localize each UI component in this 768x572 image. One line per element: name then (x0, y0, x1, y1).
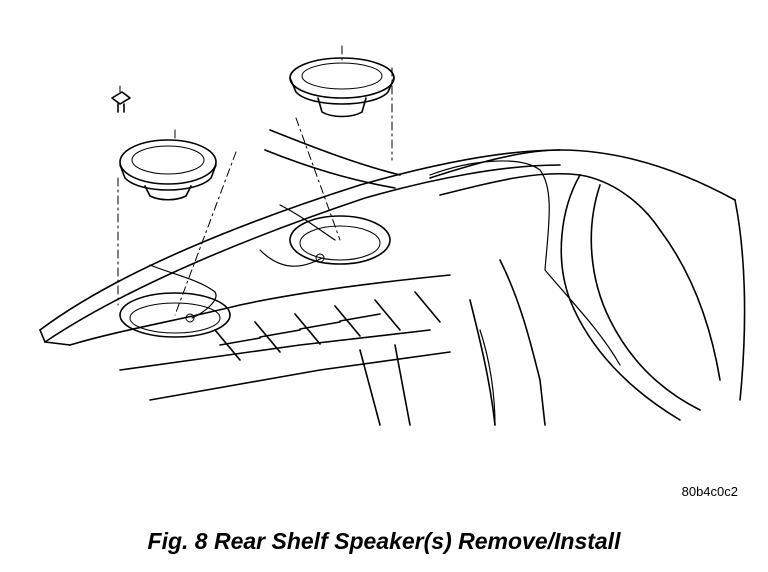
mounting-screw (112, 92, 130, 112)
right-speaker-opening (290, 216, 390, 264)
rear-shelf-speaker-diagram (0, 0, 768, 470)
figure-caption: Fig. 8 Rear Shelf Speaker(s) Remove/Inst… (147, 528, 621, 554)
right-speaker (290, 58, 394, 117)
figure-reference-code: 80b4c0c2 (681, 484, 738, 499)
left-speaker-opening (120, 293, 230, 337)
package-shelf (40, 150, 735, 400)
rear-body-panel (265, 130, 745, 425)
speaker-wire-harness (150, 161, 620, 425)
left-speaker (120, 140, 216, 200)
alignment-lines (118, 46, 392, 315)
